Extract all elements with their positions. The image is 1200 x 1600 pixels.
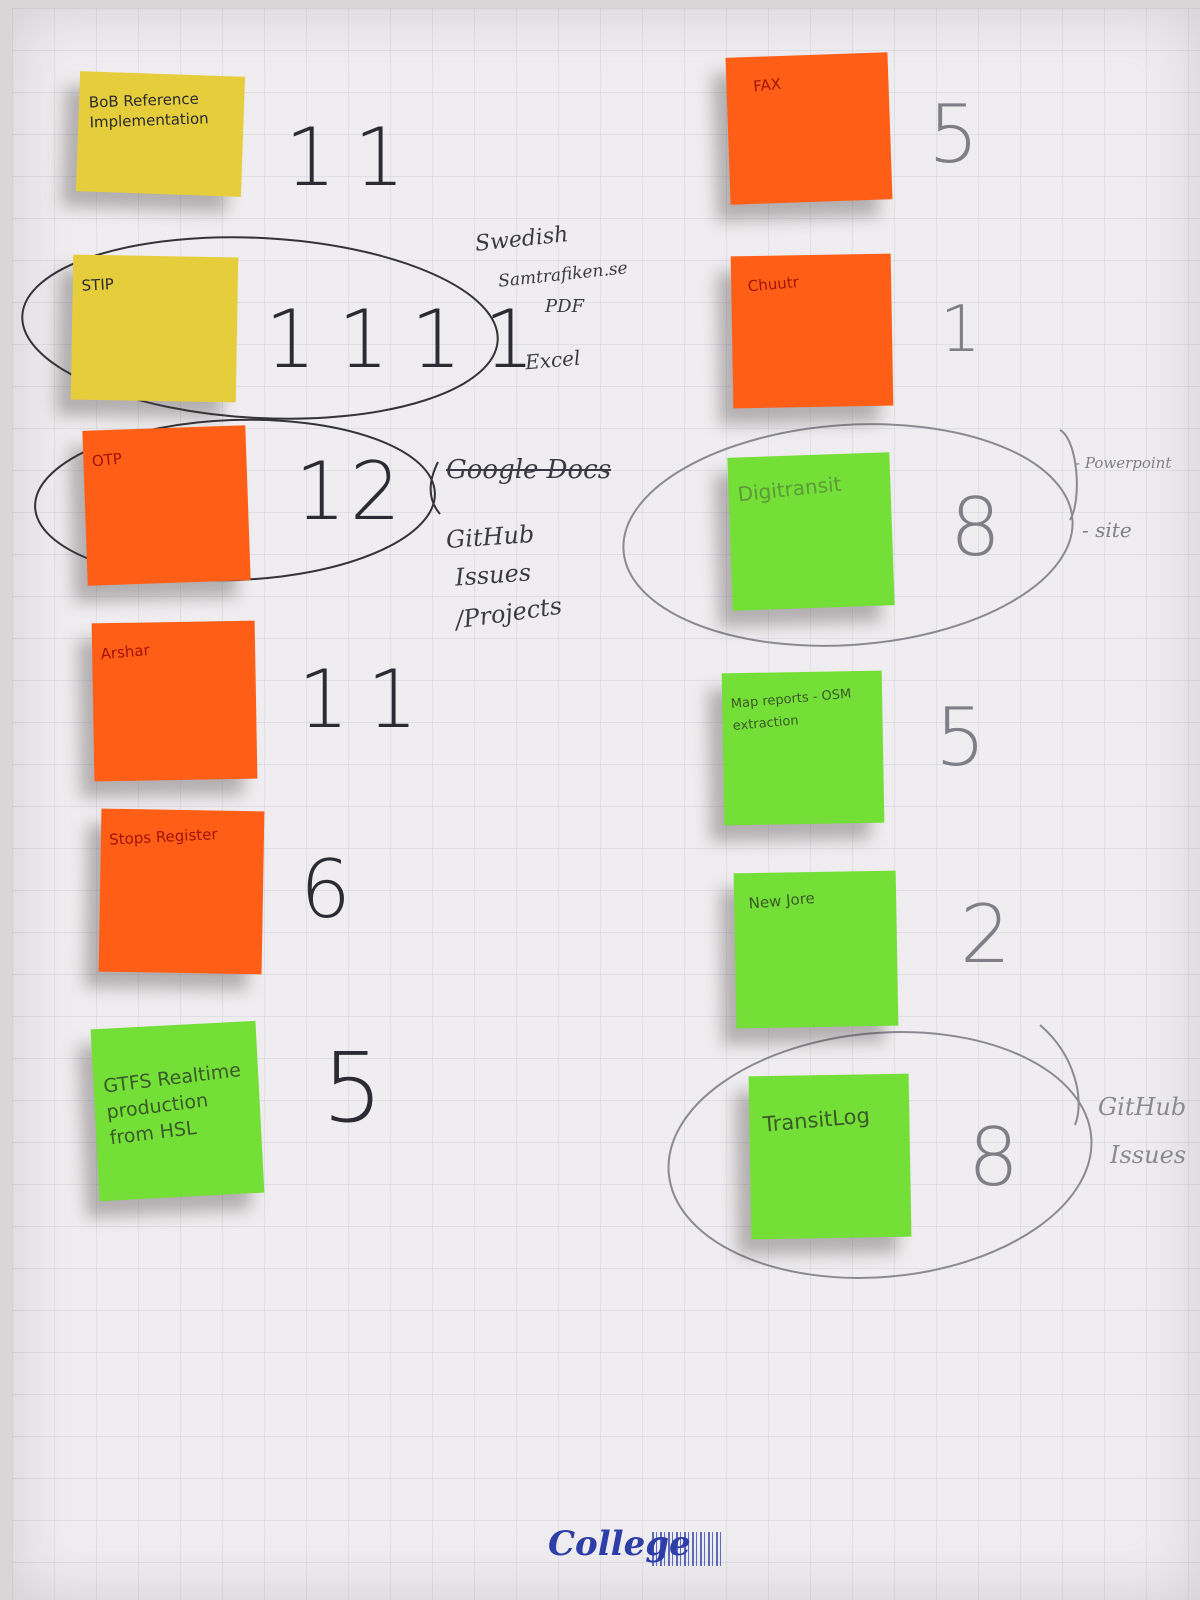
note-label: Stops Register [108, 825, 218, 849]
count-otp: 12 [295, 445, 405, 538]
note-label: Arshar [99, 641, 151, 664]
count-chuutr: 1 [940, 293, 999, 367]
digitransit-list-2: - site [1082, 518, 1132, 542]
transitlog-list-1: GitHub [1098, 1093, 1187, 1121]
count-transitlog: 8 [968, 1111, 1037, 1204]
note-label: Digitransit [736, 471, 843, 507]
note-chuutr: Chuutr [730, 253, 894, 409]
otp-list-1: GitHub [445, 519, 536, 555]
note-label: New Jore [747, 888, 816, 913]
note-label: FAX [752, 74, 782, 96]
otp-struck-note: Google Docs [446, 455, 612, 485]
count-bob: 11 [285, 111, 423, 204]
note-map-reports: Map reports - OSM extraction [721, 670, 885, 826]
note-new-jore: New Jore [733, 870, 899, 1029]
digitransit-bracket [1059, 429, 1078, 521]
count-new-jore: 2 [960, 888, 1029, 981]
note-label: Chuutr [747, 273, 800, 296]
note-label: STIP [81, 275, 115, 295]
note-stops-register: Stops Register [98, 808, 265, 975]
stip-circle [21, 236, 499, 420]
note-fax: FAX [725, 52, 893, 205]
stip-list-4: Excel [524, 345, 582, 375]
note-digitransit: Digitransit [727, 452, 895, 611]
note-label: OTP [91, 449, 123, 471]
note-bob: BoB Reference Implementation [75, 71, 246, 197]
otp-list-2: Issues [454, 558, 532, 592]
count-gtfs: 5 [322, 1032, 402, 1144]
count-map-reports: 5 [935, 691, 1004, 784]
note-otp: OTP [82, 425, 251, 586]
digitransit-circle [622, 423, 1074, 647]
note-stip: STIP [70, 254, 239, 403]
transitlog-circle [667, 1031, 1093, 1279]
count-fax: 5 [928, 88, 997, 181]
count-arshar: 11 [298, 653, 436, 746]
note-label: TransitLog [761, 1103, 871, 1137]
transitlog-list-2: Issues [1110, 1141, 1187, 1169]
note-transitlog: TransitLog [748, 1073, 912, 1240]
note-gtfs: GTFS Realtime production from HSL [90, 1020, 265, 1202]
digitransit-list-1: - Powerpoint [1075, 454, 1172, 472]
count-digitransit: 8 [950, 481, 1019, 574]
note-label: Map reports - OSM extraction [730, 686, 852, 735]
count-stops-register: 6 [300, 843, 369, 936]
barcode-icon [652, 1532, 722, 1566]
otp-bracket [429, 461, 441, 515]
note-arshar: Arshar [91, 620, 258, 782]
count-stip: 1111 [265, 293, 557, 386]
transitlog-bracket [1039, 1024, 1080, 1126]
stip-list-3: PDF [545, 296, 585, 317]
note-label: BoB Reference Implementation [88, 89, 209, 132]
note-label: GTFS Realtime production from HSL [102, 1059, 243, 1150]
